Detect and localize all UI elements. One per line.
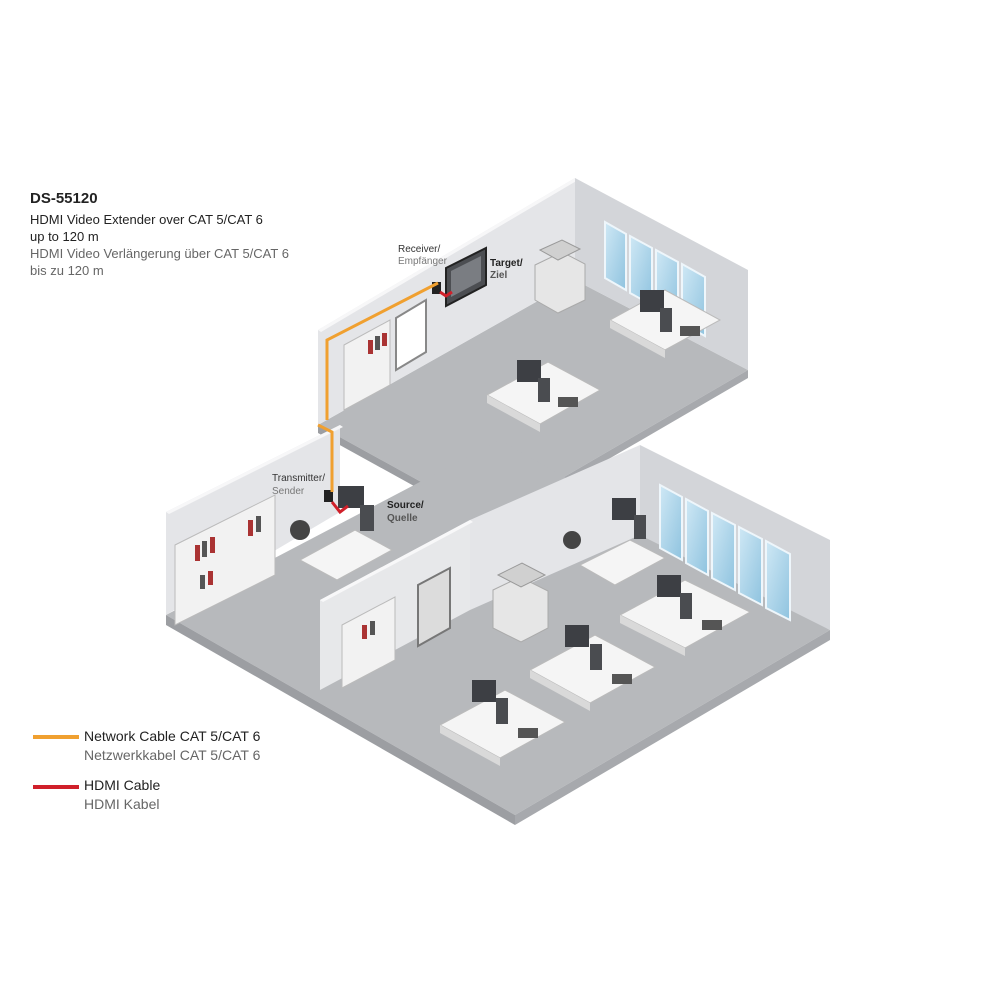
- upper-shelf: [343, 319, 391, 411]
- target-label-de: Ziel: [490, 270, 508, 281]
- hdmi-cable-upper: [439, 290, 453, 298]
- upper-floor: [318, 178, 748, 528]
- target-display: [445, 246, 487, 308]
- legend-network-en: Network Cable CAT 5/CAT 6: [84, 728, 261, 744]
- upper-desk-2: [608, 289, 722, 358]
- upper-desk-1: [485, 360, 602, 432]
- legend-hdmi-swatch: [33, 785, 79, 789]
- lower-desk-1: [438, 680, 567, 766]
- lower-floor: [166, 425, 830, 825]
- lower-shelves: [174, 494, 396, 689]
- lower-copier: [492, 562, 549, 643]
- legend-network-de: Netzwerkkabel CAT 5/CAT 6: [84, 747, 261, 763]
- receiver-box: [432, 282, 441, 294]
- lower-desk-4: [563, 498, 667, 586]
- transmitter-box: [324, 490, 333, 502]
- source-label-de: Quelle: [387, 513, 418, 524]
- chair: [290, 520, 310, 540]
- lower-desk-2: [528, 625, 657, 711]
- upper-copier: [534, 239, 586, 314]
- legend-hdmi-de: HDMI Kabel: [84, 796, 160, 812]
- source-label-en: Source/: [387, 500, 424, 511]
- lower-door: [417, 566, 451, 648]
- subtitle-en-2: up to 120 m: [30, 229, 99, 244]
- legend-hdmi-en: HDMI Cable: [84, 777, 161, 793]
- source-desk: [298, 486, 394, 581]
- hdmi-cable-lower: [330, 501, 349, 515]
- receiver-label-de: Empfänger: [398, 256, 447, 267]
- network-cable-line: [325, 281, 439, 420]
- upper-door: [395, 298, 427, 372]
- subtitle-en-1: HDMI Video Extender over CAT 5/CAT 6: [30, 212, 263, 227]
- subtitle-de-2: bis zu 120 m: [30, 263, 104, 278]
- transmitter-label-en: Transmitter/: [272, 473, 325, 484]
- receiver-label-en: Receiver/: [398, 244, 441, 255]
- target-label-en: Target/: [490, 258, 523, 269]
- model-title: DS-55120: [30, 190, 98, 207]
- lower-desk-3: [618, 575, 752, 656]
- legend-network-swatch: [33, 735, 79, 739]
- subtitle-de-1: HDMI Video Verlängerung über CAT 5/CAT 6: [30, 246, 289, 261]
- network-cable-riser: [317, 423, 334, 492]
- lower-windows: [659, 483, 791, 622]
- transmitter-label-de: Sender: [272, 486, 305, 497]
